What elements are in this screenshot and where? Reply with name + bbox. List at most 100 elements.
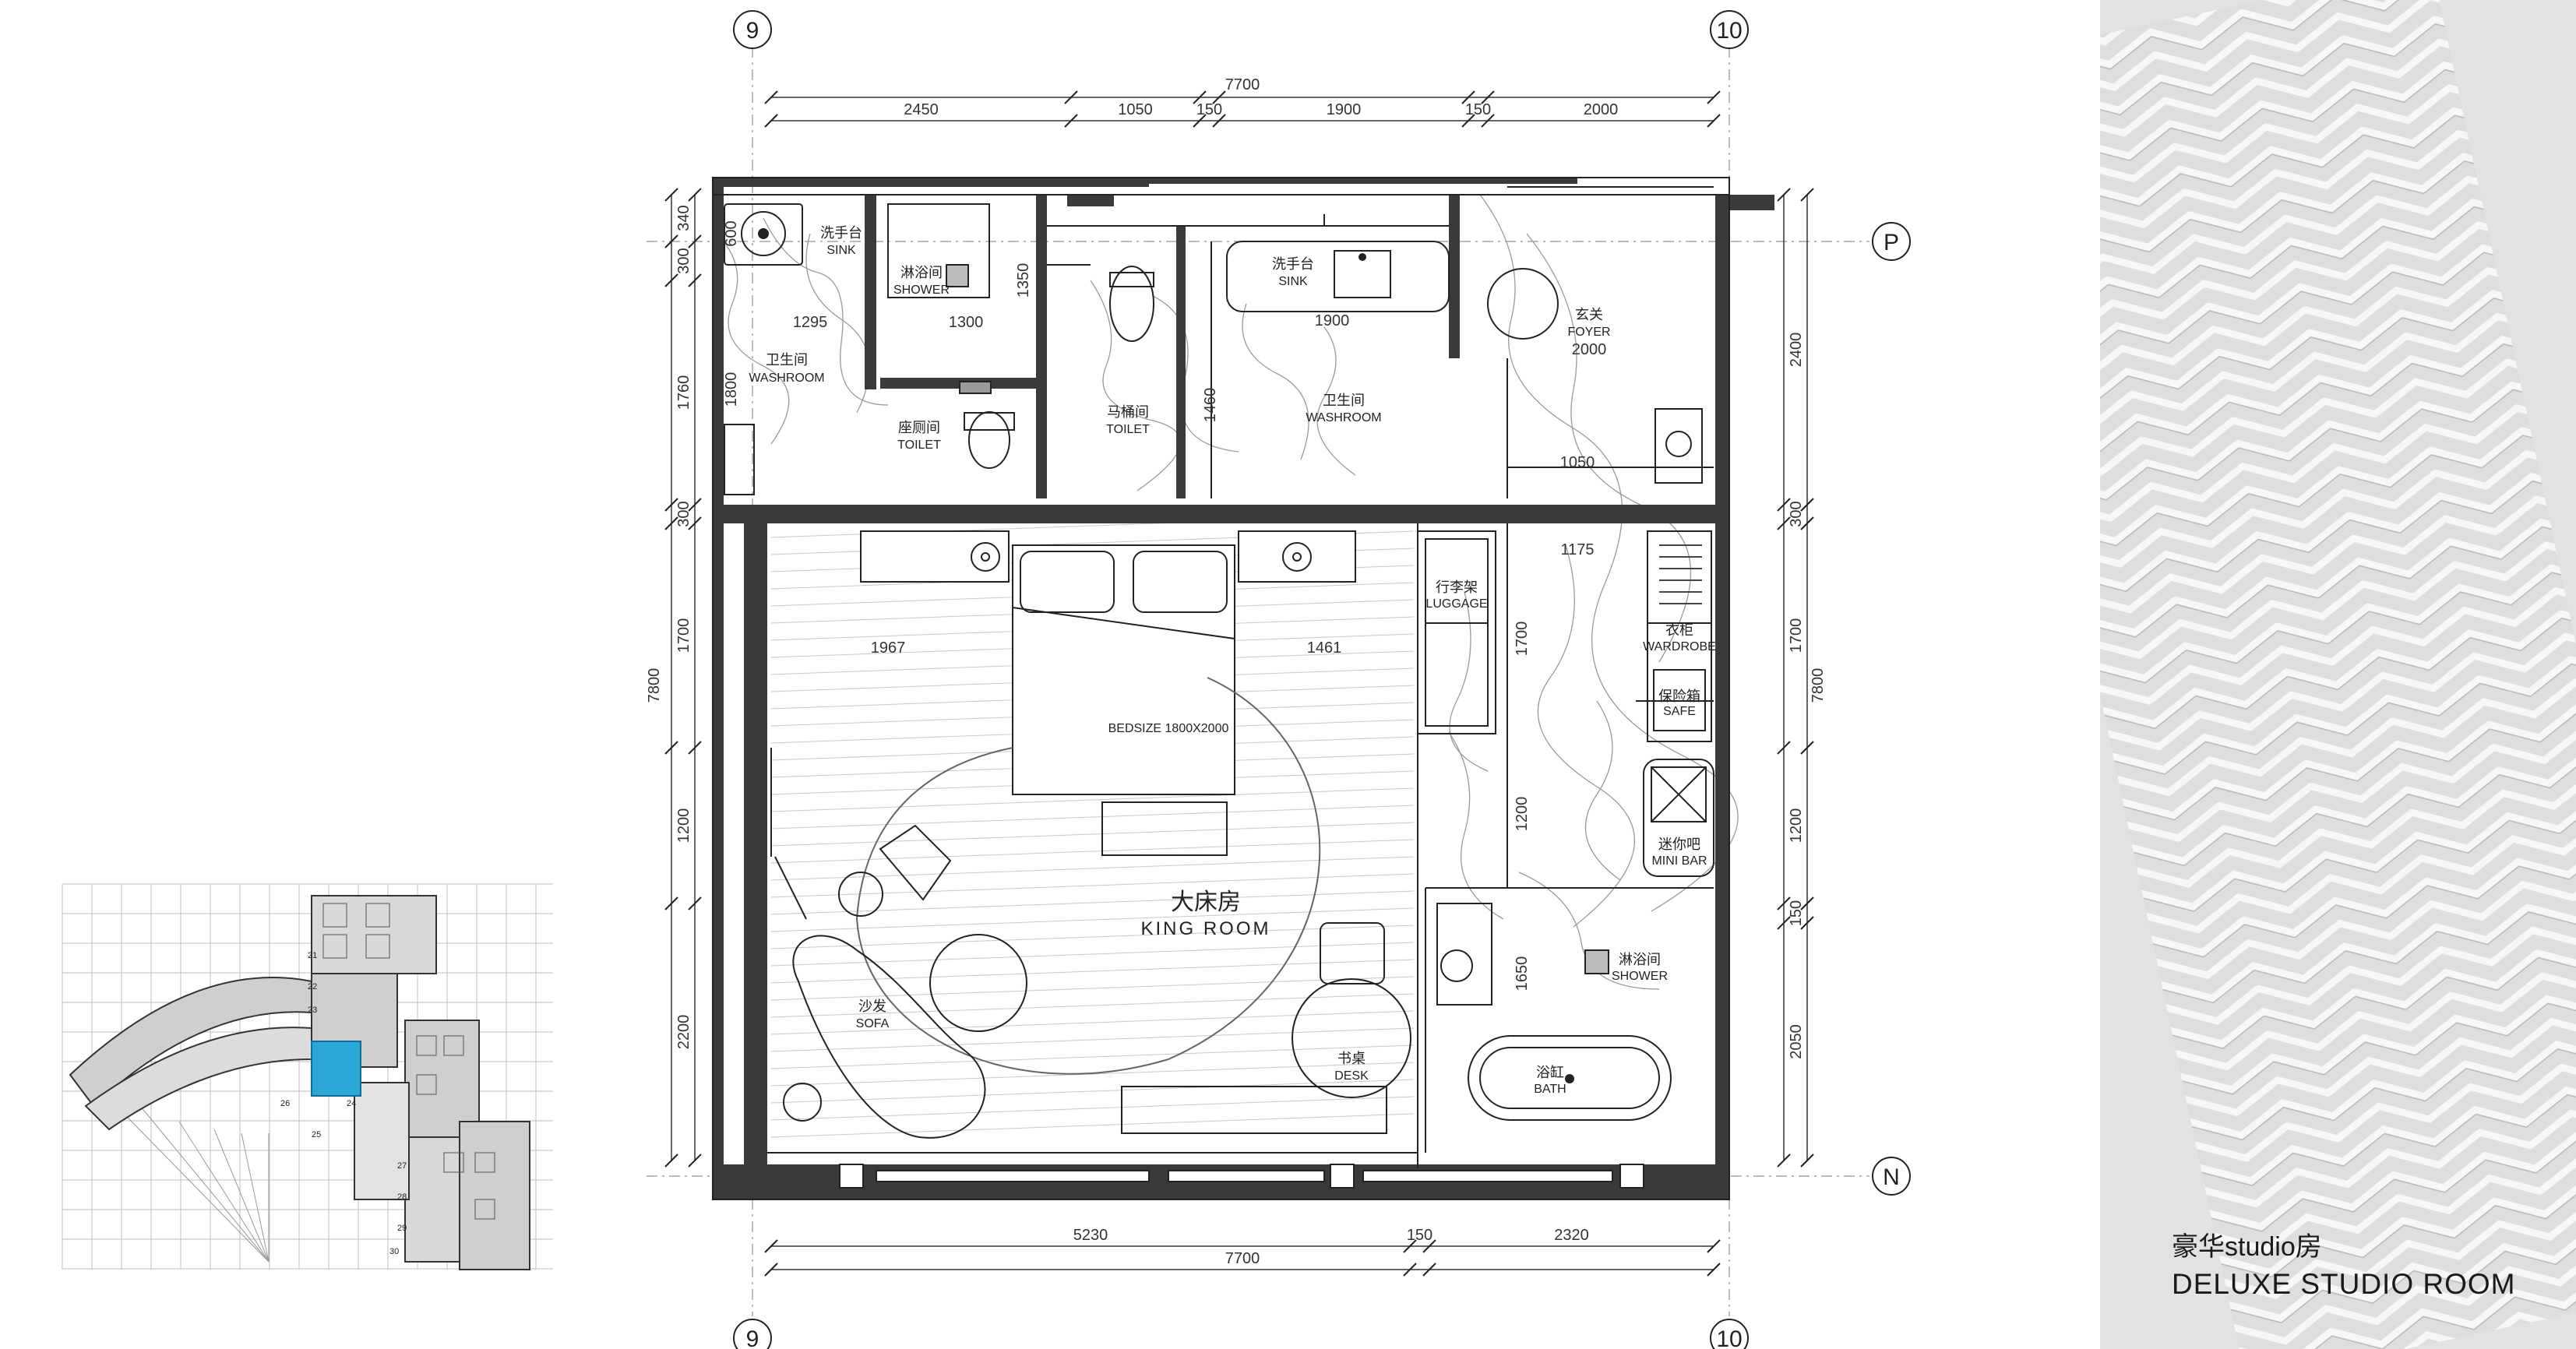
room-en: SHOWER (893, 284, 950, 297)
middle-bathroom-fixtures (1109, 241, 1450, 498)
room-cn: 马桶间 (1107, 404, 1149, 420)
room-en: LUGGAGE (1425, 597, 1487, 611)
axis-label: 10 (1716, 18, 1742, 44)
axis-label: 9 (746, 1326, 759, 1349)
minibar-label: 迷你吧 MINI BAR (1651, 837, 1707, 868)
inner-dimension: 1650 (1514, 956, 1531, 991)
dim-top-segment: 2000 (1584, 101, 1619, 118)
inner-dimension: 1295 (793, 314, 828, 331)
room-cn: 洗手台 (1272, 256, 1314, 272)
axis-marker-9-bottom: 9 (733, 1319, 772, 1349)
wardrobe-label: 衣柜 WARDROBE (1643, 622, 1716, 653)
bath-fixtures (1436, 903, 1672, 1121)
room-en: DESK (1334, 1069, 1369, 1083)
toilet-left-label: 座厕间 TOILET (897, 420, 941, 452)
axis-marker-n: N (1872, 1157, 1911, 1196)
room-cn: 沙发 (858, 999, 886, 1014)
inner-dimension: 1200 (1514, 797, 1531, 832)
room-cn: 迷你吧 (1658, 837, 1700, 852)
inner-dimension: 2000 (1572, 341, 1607, 358)
herringbone-tiles (2100, 0, 2576, 1349)
dim-right-segment: 1700 (1788, 618, 1805, 653)
room-cn: 座厕间 (898, 420, 940, 435)
room-type-caption: 豪华studio房 DELUXE STUDIO ROOM (2172, 1229, 2516, 1304)
dim-top-segment: 1050 (1118, 101, 1153, 118)
key-plan-room-number: 30 (389, 1247, 399, 1256)
key-plan-rays (100, 1090, 270, 1263)
room-cn: 玄关 (1575, 307, 1603, 322)
dim-left-segment: 300 (675, 501, 692, 527)
luggage-label: 行李架 LUGGAGE (1425, 579, 1487, 611)
dim-left-segment: 2200 (675, 1015, 692, 1050)
foyer-label: 玄关 FOYER (1567, 307, 1610, 339)
dim-left-segment: 1200 (675, 808, 692, 844)
room-en: SAFE (1663, 705, 1696, 718)
inner-dimension: 1800 (723, 372, 740, 407)
inner-dimension: 1350 (1015, 263, 1032, 298)
axis-label: 9 (746, 18, 759, 44)
dim-bottom-segment: 5230 (1073, 1227, 1108, 1244)
room-en: BATH (1534, 1083, 1566, 1096)
key-plan-building (69, 895, 530, 1270)
room-en: WASHROOM (1306, 411, 1381, 424)
room-en: SOFA (856, 1017, 890, 1030)
material-swatch-herringbone (2100, 0, 2576, 1349)
dim-left-segment: 1760 (675, 375, 692, 410)
wardrobe-rails (1659, 544, 1702, 604)
axis-label: P (1884, 230, 1899, 255)
room-en: TOILET (1106, 423, 1150, 436)
room-cn: 淋浴间 (1619, 952, 1661, 967)
toilet-mid-label: 马桶间 TOILET (1106, 404, 1150, 436)
room-cn: 大床房 (1171, 889, 1241, 915)
inner-dimension: 1967 (871, 639, 906, 657)
axis-marker-p: P (1872, 222, 1911, 261)
inner-dimension: 1700 (1514, 622, 1531, 657)
wall-outlines (712, 177, 1730, 1200)
dim-top-segment: 150 (1465, 101, 1491, 118)
dim-top-segment: 1900 (1327, 101, 1362, 118)
dimension-ticks (664, 90, 1814, 1277)
inner-dimension: 1175 (1560, 541, 1594, 558)
key-plan-room-number: 26 (280, 1099, 290, 1108)
room-en: WARDROBE (1643, 640, 1716, 653)
dim-right-total: 7800 (1810, 668, 1827, 703)
dim-right-segment: 2400 (1788, 333, 1805, 368)
dim-top-segment: 150 (1196, 101, 1222, 118)
dim-bottom-segment: 2320 (1554, 1227, 1589, 1244)
left-bathroom-fixtures (724, 203, 1015, 495)
axis-marker-9-top: 9 (733, 10, 772, 49)
dim-top-segment: 2450 (904, 101, 939, 118)
dim-top-total: 7700 (1225, 76, 1260, 93)
dim-right-segment: 150 (1788, 900, 1805, 926)
room-en: MINI BAR (1651, 854, 1707, 868)
bed-size-label: BEDSIZE 1800X2000 (1108, 722, 1229, 735)
inner-dimension: 1900 (1315, 312, 1350, 329)
key-plan-room-number: 25 (312, 1130, 321, 1139)
washroom-left-label: 卫生间 WASHROOM (749, 352, 824, 385)
sink-mid-label: 洗手台 SINK (1272, 256, 1314, 288)
dim-left-segment: 300 (675, 248, 692, 273)
room-en: TOILET (897, 439, 941, 452)
room-en: SINK (826, 244, 856, 257)
sink-left-label: 洗手台 SINK (820, 225, 862, 257)
room-cn: 保险箱 (1658, 689, 1700, 704)
inner-dimension: 1460 (1202, 388, 1219, 423)
king-room-furniture (770, 530, 1411, 1139)
dim-right-segment: 2050 (1788, 1024, 1805, 1059)
key-plan-room-number: 22 (308, 982, 317, 991)
inner-dimension: 600 (723, 220, 740, 246)
key-plan-highlight (311, 1041, 361, 1097)
room-en: FOYER (1567, 326, 1610, 339)
key-plan-room-marks (322, 903, 495, 1220)
key-plan-room-number: 27 (397, 1161, 407, 1171)
key-plan-room-number: 23 (308, 1006, 317, 1015)
dimension-lines (671, 97, 1808, 1270)
king-room-label: 大床房 KING ROOM (1140, 889, 1268, 939)
room-cn: 卫生间 (766, 352, 808, 368)
dim-left-segment: 340 (675, 205, 692, 231)
